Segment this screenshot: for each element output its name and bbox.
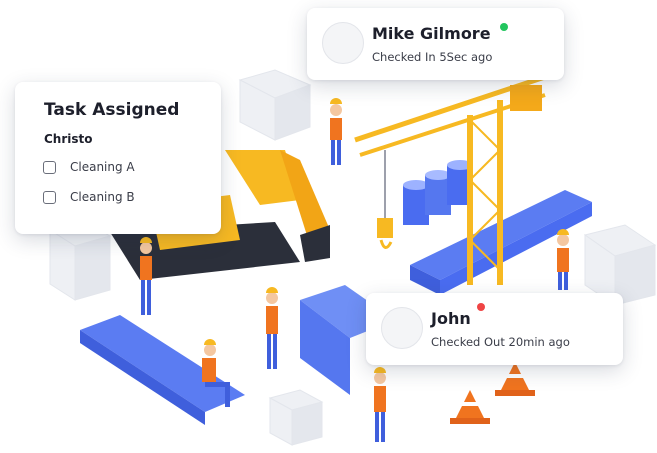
person-name: John [431, 309, 471, 328]
online-status-dot [500, 23, 508, 31]
checkin-card-mike-gilmore[interactable]: Mike Gilmore Checked In 5Sec ago [307, 8, 564, 80]
offline-status-dot [477, 303, 485, 311]
task-label: Cleaning B [70, 190, 135, 204]
checkin-status: Checked In 5Sec ago [372, 50, 493, 64]
checkin-status: Checked Out 20min ago [431, 335, 570, 349]
oil-barrel-icon [403, 160, 473, 225]
task-item-cleaning-b[interactable]: Cleaning B [43, 190, 135, 204]
task-checkbox[interactable] [43, 190, 56, 204]
background-blocks [48, 69, 657, 446]
checkin-card-john[interactable]: John Checked Out 20min ago [366, 293, 623, 365]
task-assignee: Christo [44, 132, 93, 146]
task-card-title: Task Assigned [44, 100, 180, 120]
task-assigned-card: Task Assigned Christo Cleaning A Cleanin… [15, 82, 221, 234]
construction-worker-illustration [140, 98, 569, 442]
task-checkbox[interactable] [43, 160, 56, 174]
task-item-cleaning-a[interactable]: Cleaning A [43, 160, 135, 174]
traffic-cone-icon [450, 362, 535, 424]
crane-hook-block [377, 218, 393, 238]
tower-crane-illustration [354, 69, 561, 285]
avatar [381, 307, 423, 349]
avatar [322, 22, 364, 64]
person-name: Mike Gilmore [372, 24, 491, 43]
task-label: Cleaning A [70, 160, 135, 174]
